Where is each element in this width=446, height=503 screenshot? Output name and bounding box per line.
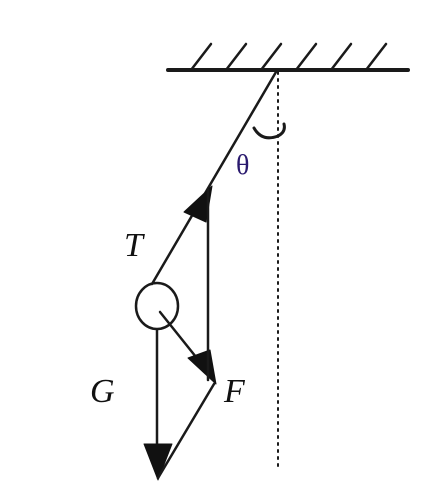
hatch-mark	[329, 42, 353, 72]
force-arrowhead	[187, 349, 217, 385]
ball	[134, 281, 180, 331]
angle-arc	[252, 122, 286, 140]
string-line	[150, 70, 278, 286]
gravity-arrowhead	[143, 443, 173, 481]
hatch-mark	[189, 42, 213, 72]
ceiling-hatching	[189, 42, 388, 72]
parallelogram-diagonal-side	[156, 382, 216, 480]
hatch-mark	[259, 42, 283, 72]
ceiling	[166, 42, 410, 72]
hatch-mark	[294, 42, 318, 72]
gravity-label: G	[90, 373, 115, 410]
force-label: F	[223, 373, 246, 410]
hatch-mark	[224, 42, 248, 72]
hatch-mark	[364, 42, 388, 72]
tension-label: T	[124, 227, 145, 264]
force-vector-line	[158, 310, 202, 364]
angle-label: θ	[236, 150, 249, 181]
